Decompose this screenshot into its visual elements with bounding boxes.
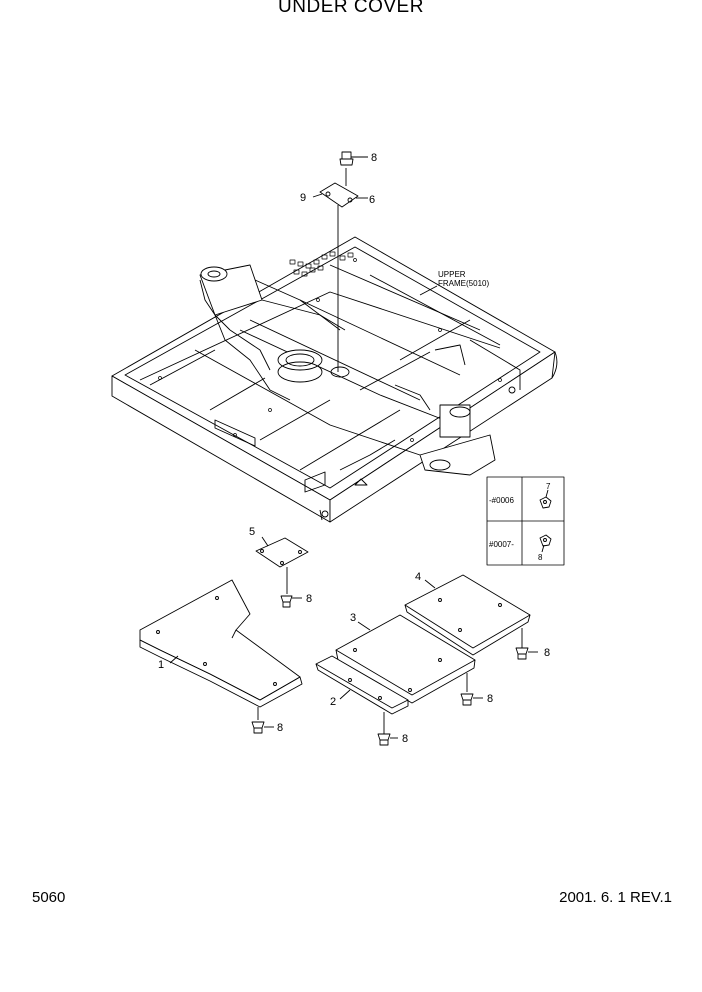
serial-row1-label: -#0006: [489, 496, 514, 505]
upper-frame: [111, 236, 558, 523]
callout-8-part3: 8: [487, 693, 493, 705]
callout-2: 2: [330, 696, 336, 708]
clip-7-icon: [539, 489, 552, 509]
serial-table: [486, 476, 565, 566]
bolt-8-part1: [251, 721, 274, 734]
under-cover-2: [315, 655, 409, 734]
callout-6: 6: [369, 194, 375, 206]
serial-row2-part: 8: [538, 553, 543, 562]
callout-9: 9: [300, 192, 306, 204]
cover-plate-9: [319, 182, 359, 208]
bolt-8-part3: [460, 693, 483, 706]
under-cover-1: [139, 579, 303, 720]
bolt-8-part4: [515, 647, 538, 660]
under-cover-3: [335, 614, 476, 704]
bolt-8-part2: [377, 733, 398, 746]
clip-8-icon: [539, 534, 552, 553]
revision-date: 2001. 6. 1 REV.1: [559, 889, 672, 906]
bolt-8-part5: [280, 595, 302, 608]
under-cover-4: [404, 574, 531, 656]
bolt-8-top: [339, 151, 368, 166]
serial-row2-label: #0007-: [489, 540, 514, 549]
frame-label-line2: FRAME(5010): [438, 279, 489, 288]
cover-plate-5: [255, 536, 309, 594]
callout-8-part2: 8: [402, 733, 408, 745]
callout-8-part4: 8: [544, 647, 550, 659]
page-title: UNDER COVER: [278, 0, 424, 17]
callout-3: 3: [350, 612, 356, 624]
callout-8-part5: 8: [306, 593, 312, 605]
callout-8-part1: 8: [277, 722, 283, 734]
serial-row1-part: 7: [546, 482, 551, 491]
frame-label-line1: UPPER: [438, 270, 466, 279]
callout-1: 1: [158, 659, 164, 671]
page-number: 5060: [32, 889, 66, 906]
callout-4: 4: [415, 571, 421, 583]
callout-8-top: 8: [371, 152, 377, 164]
callout-5: 5: [249, 526, 255, 538]
